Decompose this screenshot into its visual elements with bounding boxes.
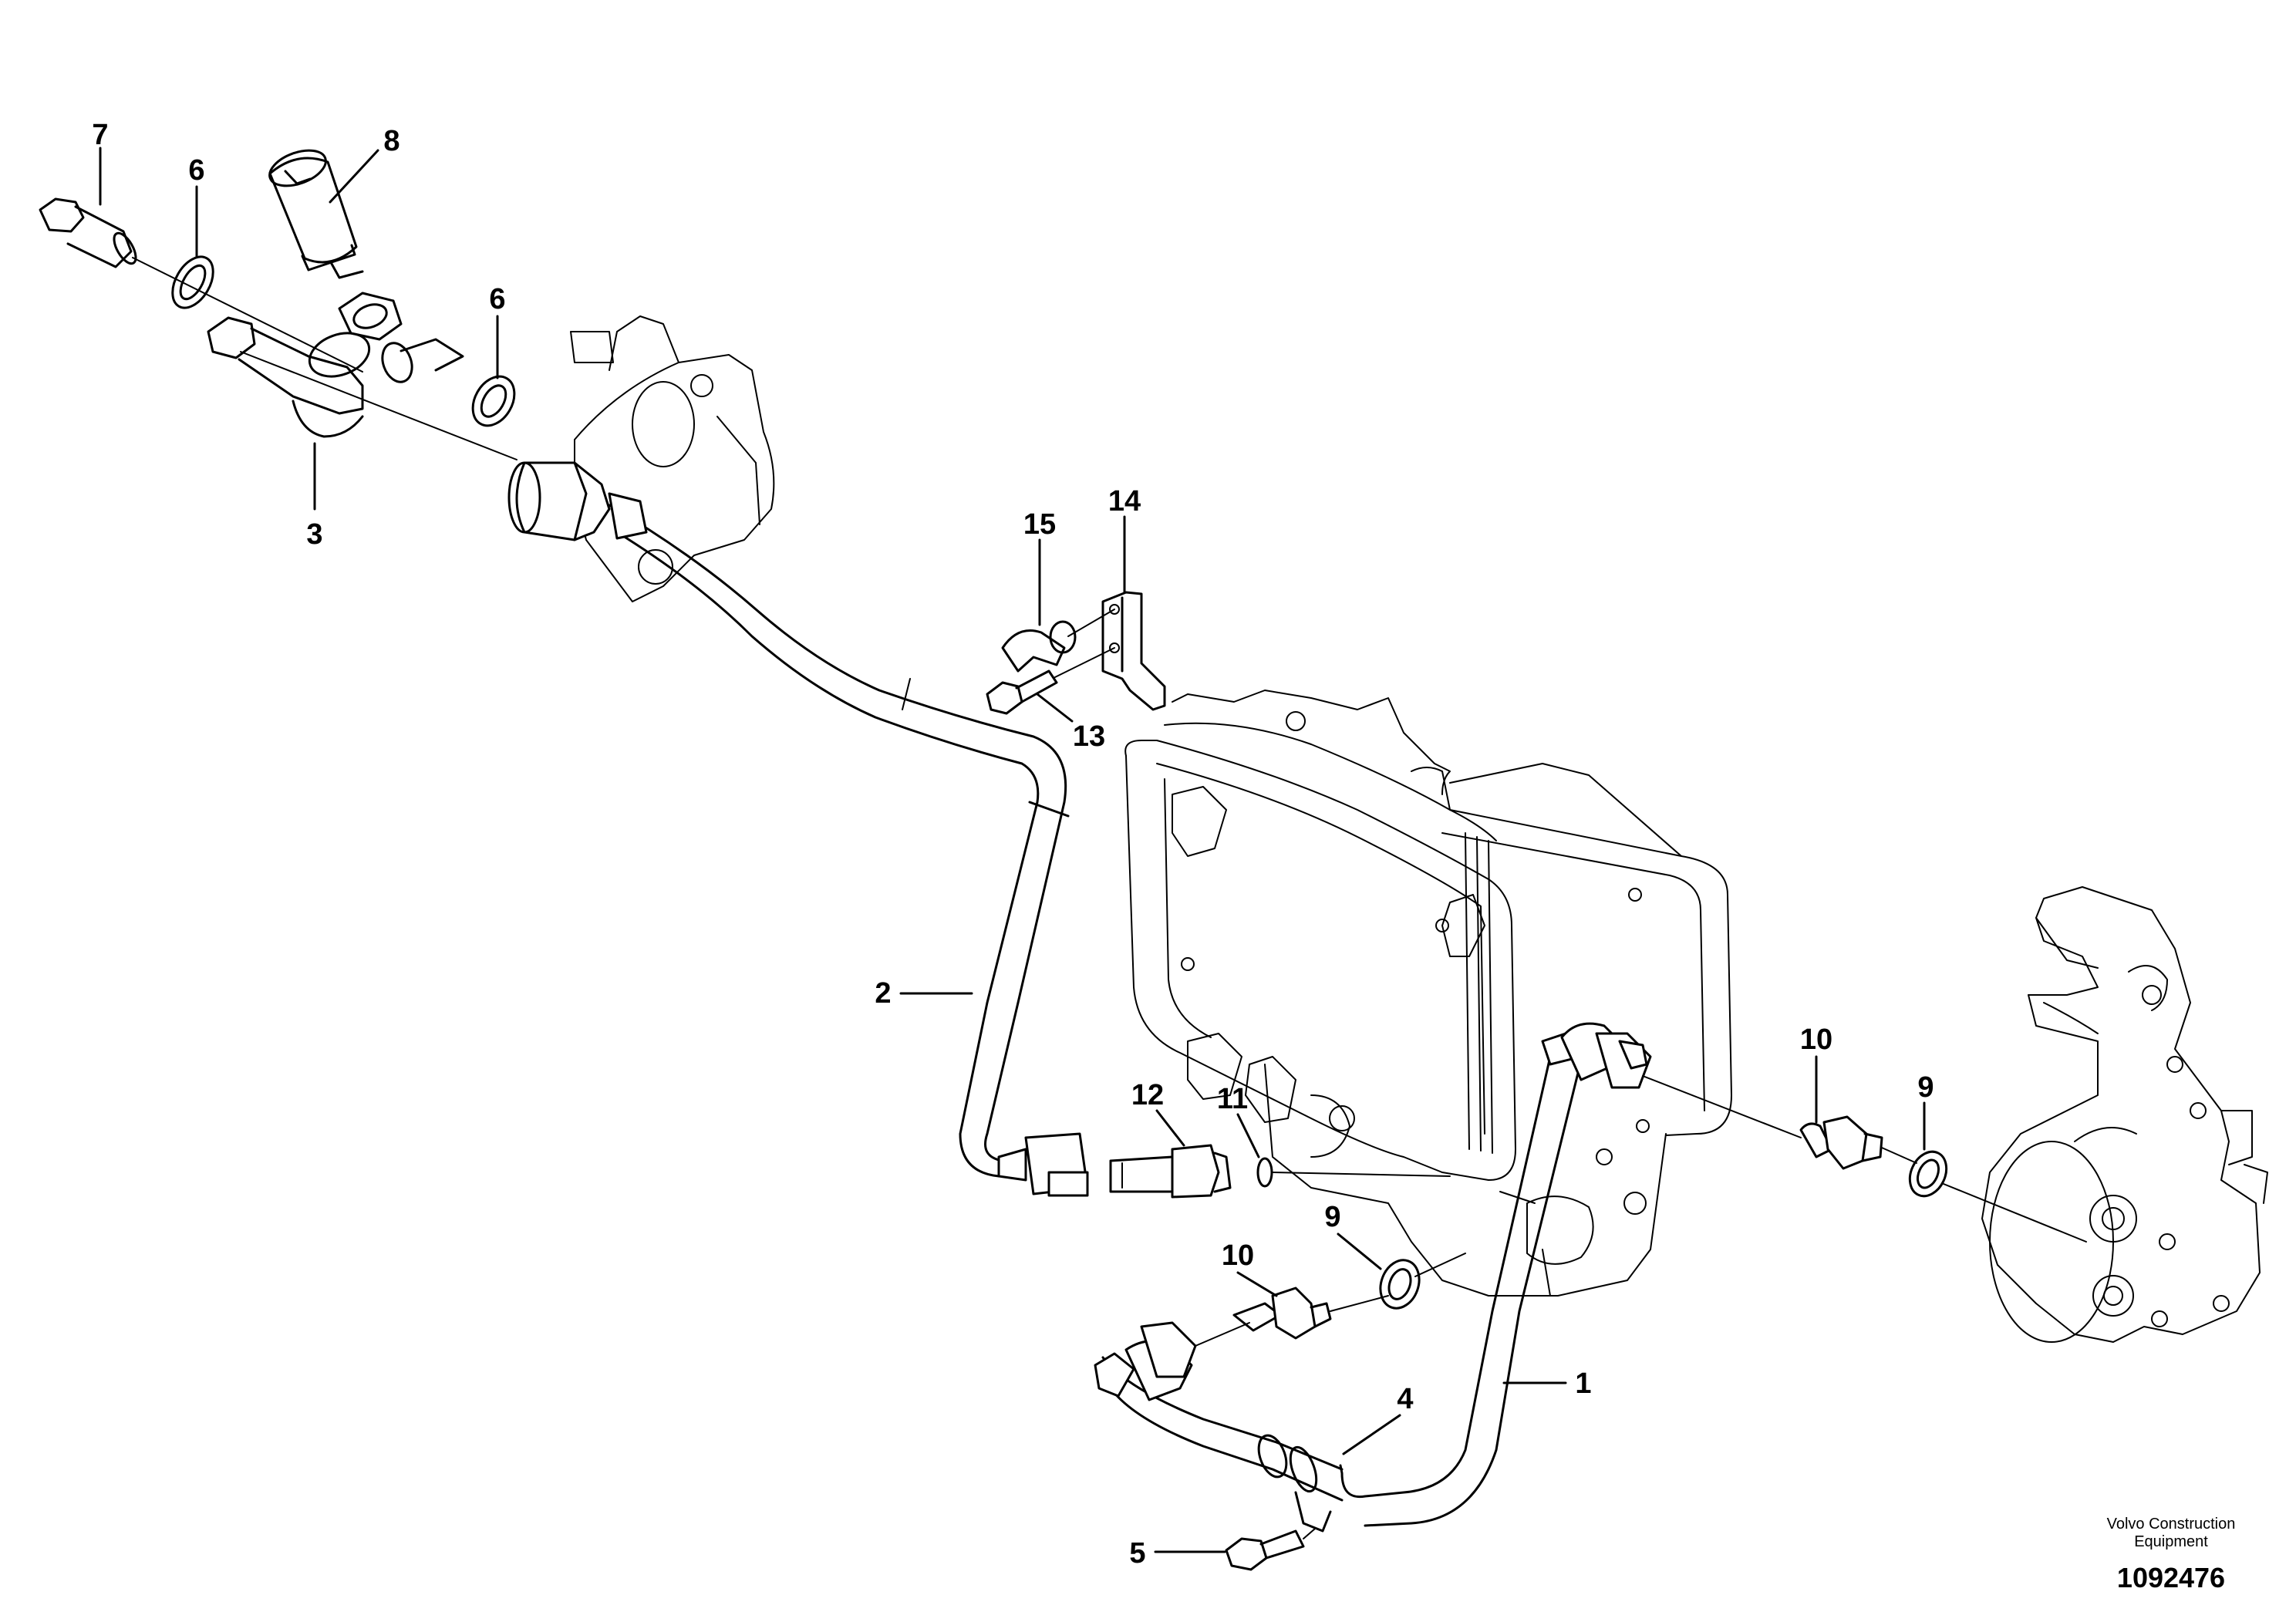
pipe-4: [1101, 1356, 1344, 1533]
callout-11: 11: [1217, 1083, 1248, 1115]
alignment-line: [1330, 1295, 1389, 1312]
callout-7: 7: [92, 119, 108, 151]
pressure-sensor-8: [268, 149, 364, 279]
callout-13: 13: [1073, 720, 1105, 753]
callout-8: 8: [383, 125, 400, 157]
alignment-line: [1067, 609, 1115, 637]
alignment-line: [1881, 1147, 1917, 1164]
fuel-pump-housing: [570, 315, 775, 602]
hose-2: [608, 504, 1070, 1178]
hose-2-lower-connector: [997, 1132, 1089, 1197]
document-number: 1092476: [2117, 1562, 2225, 1593]
alignment-line: [132, 257, 363, 373]
nut-fitting: [338, 292, 403, 341]
alignment-line: [1943, 1183, 2087, 1243]
banjo-bolt-7: [39, 197, 137, 268]
footer: Volvo Construction Equipment 1092476: [2107, 1516, 2236, 1593]
oil-filter-housing-base: [1264, 1064, 1667, 1297]
callout-4: 4: [1397, 1383, 1413, 1415]
adapter-10-lower: [1232, 1286, 1332, 1340]
callout-10-right: 10: [1800, 1023, 1832, 1056]
callout-10-lower: 10: [1222, 1239, 1254, 1272]
leader-lines: [99, 147, 1926, 1553]
pipe-4-connector: [1094, 1321, 1197, 1401]
alignment-line: [1642, 1075, 1802, 1138]
alignment-line: [1195, 1322, 1250, 1347]
alignment-line: [1272, 1172, 1451, 1177]
callout-1: 1: [1575, 1367, 1591, 1400]
o-ring-11: [1256, 1157, 1273, 1188]
callout-6-middle: 6: [489, 283, 505, 315]
bolt-5: [1225, 1529, 1305, 1571]
alignment-line: [1303, 1528, 1316, 1539]
callout-labels: 7 6 8 6 3 15 14 13 2 12 11 10 9 9 10 4 1…: [92, 119, 1934, 1570]
alignment-line: [240, 351, 518, 460]
washer-6-upper: [171, 255, 214, 309]
clamp-15: [1001, 620, 1077, 673]
hose-2-upper-connector: [507, 461, 648, 541]
callout-3: 3: [306, 518, 322, 551]
callout-12: 12: [1131, 1079, 1164, 1111]
brand-line-1: Volvo Construction: [2107, 1516, 2236, 1533]
hose-1: [1339, 1055, 1583, 1527]
callout-6-upper: 6: [188, 154, 204, 187]
fuel-filter-housing: [1981, 886, 2268, 1343]
washer-9-right: [1908, 1150, 1948, 1198]
bracket-14: [1101, 591, 1166, 711]
banjo-fitting-3: [207, 316, 464, 438]
oil-cooler: [1124, 690, 1732, 1181]
callout-2: 2: [875, 977, 891, 1010]
callout-14: 14: [1108, 485, 1141, 518]
adapter-10-right: [1799, 1115, 1883, 1170]
callout-9-right: 9: [1917, 1071, 1934, 1104]
callout-9-lower: 9: [1324, 1201, 1340, 1233]
alignment-line: [1054, 647, 1115, 678]
washer-9-lower: [1379, 1259, 1421, 1310]
callout-15: 15: [1023, 508, 1056, 541]
bolt-13: [986, 669, 1058, 715]
alignment-line: [1414, 1253, 1466, 1277]
brand-line-2: Equipment: [2134, 1533, 2208, 1550]
washer-6-middle: [471, 375, 516, 427]
nipple-12: [1109, 1144, 1232, 1199]
hose-1-upper-connector: [1541, 1022, 1652, 1089]
callout-5: 5: [1129, 1537, 1145, 1570]
